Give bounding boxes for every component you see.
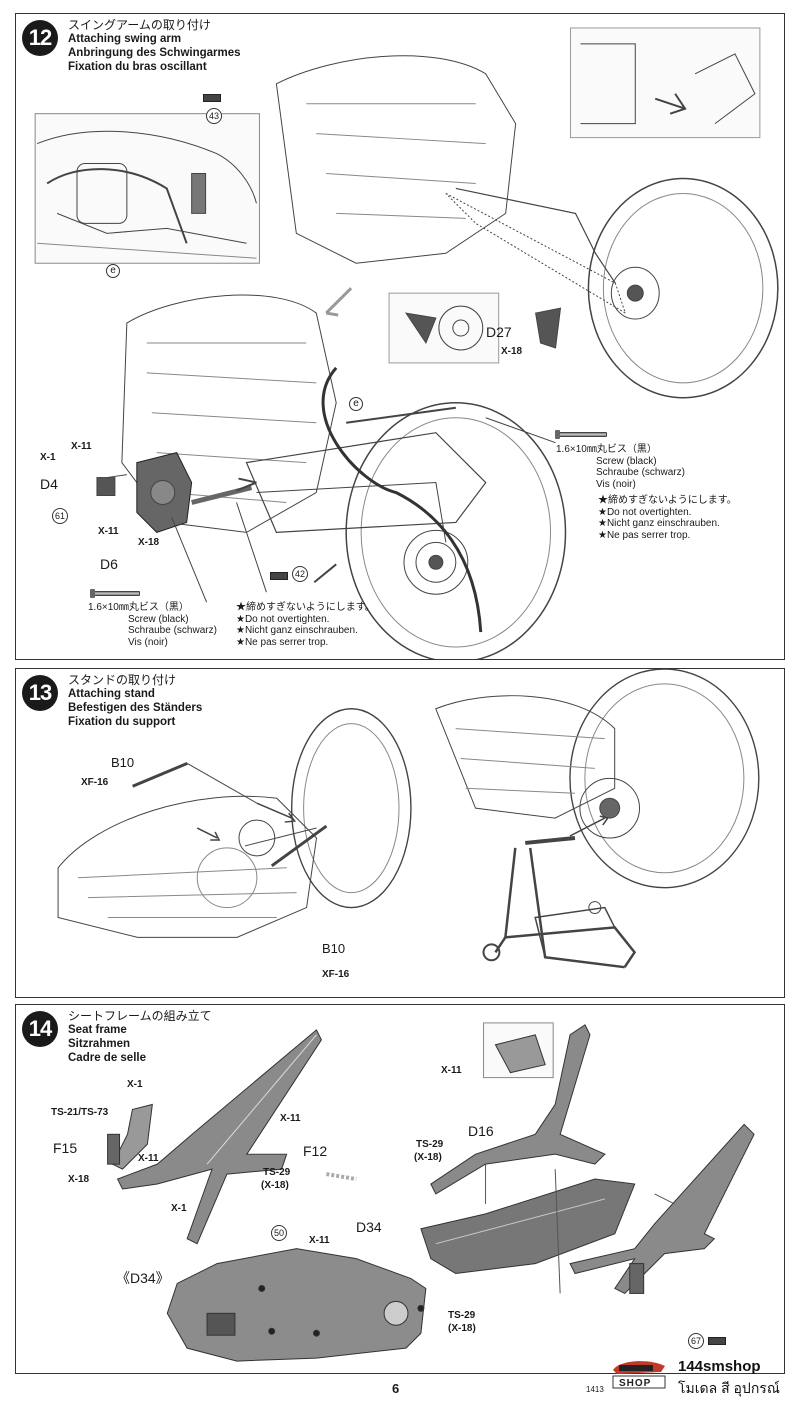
part-ts29-d34: TS-29 (448, 1310, 476, 1321)
kit-code: 1413 (586, 1385, 604, 1394)
paint-tag-icon (708, 1337, 726, 1345)
swing-arm-illustration (34, 27, 779, 659)
screw-caption-right: 1.6×10㎜丸ビス（黒） Screw (black) Schraube (sc… (556, 444, 685, 490)
stand-illustration (57, 669, 760, 969)
part-x18-top: X-18 (501, 346, 523, 357)
note-de: ★Nicht ganz einschrauben. (236, 625, 358, 636)
screw-size: 1.6×10㎜丸ビス（黒） (556, 444, 657, 455)
part-x11-top: X-11 (71, 441, 92, 452)
shop-subtitle: โมเดล สี อุปกรณ์ (678, 1380, 780, 1396)
step-number: 12 (22, 20, 58, 56)
shop-logo-icon (612, 1361, 666, 1389)
title-jp: スイングアームの取り付け (68, 18, 211, 32)
step-title: スタンドの取り付け Attaching stand Befestigen des… (68, 673, 202, 729)
screw-name-de: Schraube (schwarz) (128, 625, 217, 636)
shop-name: 144smshop (678, 1358, 761, 1375)
part-number-61: 61 (52, 508, 68, 524)
step-number: 13 (22, 675, 58, 711)
part-f12: F12 (303, 1143, 328, 1159)
part-x11-inset: X-11 (441, 1065, 462, 1076)
title-fr: Fixation du support (68, 716, 176, 728)
title-de: Anbringung des Schwingarmes (68, 47, 241, 59)
part-e-mid: e (349, 397, 363, 411)
screw-name-fr: Vis (noir) (596, 478, 636, 490)
note-en: ★Do not overtighten. (598, 506, 692, 518)
note-left: ★締めすぎないようにします。 ★Do not overtighten. ★Nic… (236, 602, 375, 648)
part-number-42: 42 (292, 566, 308, 582)
shop-logo-text: SHOP (619, 1378, 652, 1389)
title-jp: スタンドの取り付け (68, 673, 177, 687)
step-number: 14 (22, 1011, 58, 1047)
step-14-panel: 14 シートフレームの組み立て Seat frame Sitzrahmen Ca… (15, 1004, 785, 1374)
screw-name-de: Schraube (schwarz) (596, 467, 685, 478)
part-x11-left: X-11 (138, 1153, 159, 1164)
part-d16: D16 (468, 1123, 494, 1139)
part-f15: F15 (53, 1140, 78, 1156)
note-en: ★Do not overtighten. (236, 613, 330, 625)
part-d34: D34 (356, 1219, 382, 1235)
step-12-panel: 12 スイングアームの取り付け Attaching swing arm Anbr… (15, 13, 785, 660)
part-d27: D27 (486, 324, 512, 340)
screw-name-fr: Vis (noir) (128, 636, 168, 648)
step-title: スイングアームの取り付け Attaching swing arm Anbring… (68, 18, 241, 74)
part-d6: D6 (100, 556, 118, 572)
part-x18-paren-d34: (X-18) (448, 1323, 476, 1334)
note-de: ★Nicht ganz einschrauben. (598, 518, 720, 529)
screw-size: 1.6×10㎜丸ビス（黒） (88, 602, 189, 613)
title-en: Seat frame (68, 1024, 127, 1036)
part-d4: D4 (40, 476, 58, 492)
title-jp: シートフレームの組み立て (68, 1009, 212, 1023)
part-e-top: e (106, 264, 120, 278)
screw-name-en: Screw (black) (128, 613, 189, 625)
title-de: Befestigen des Ständers (68, 702, 203, 714)
seat-frame-illustration (107, 1022, 755, 1362)
note-jp: ★締めすぎないようにします。 (236, 602, 375, 613)
paint-tag-icon (203, 94, 221, 102)
part-x18-paren-right: (X-18) (414, 1152, 442, 1163)
part-x18-bottom: X-18 (138, 537, 160, 548)
part-number-43: 43 (206, 108, 222, 124)
screw-icon (90, 589, 140, 598)
part-number-50: 50 (271, 1225, 287, 1241)
part-ts29-left: TS-29 (263, 1167, 291, 1178)
part-x1-bottom: X-1 (171, 1203, 187, 1214)
step-title: シートフレームの組み立て Seat frame Sitzrahmen Cadre… (68, 1009, 212, 1065)
note-fr: ★Ne pas serrer trop. (598, 529, 691, 541)
part-x11-mid: X-11 (280, 1113, 301, 1124)
note-right: ★締めすぎないようにします。 ★Do not overtighten. ★Nic… (598, 495, 737, 541)
paint-tag-icon (270, 572, 288, 580)
title-fr: Cadre de selle (68, 1052, 146, 1064)
part-xf16-bottom: XF-16 (322, 969, 350, 980)
part-x1: X-1 (40, 452, 56, 463)
part-x18: X-18 (68, 1174, 90, 1185)
part-x11-d34: X-11 (309, 1235, 330, 1246)
step-13-panel: 13 スタンドの取り付け Attaching stand Befestigen … (15, 668, 785, 998)
screw-caption-left: 1.6×10㎜丸ビス（黒） Screw (black) Schraube (sc… (88, 602, 217, 648)
note-jp: ★締めすぎないようにします。 (598, 495, 737, 506)
part-b10-bottom: B10 (322, 941, 346, 956)
page-number: 6 (392, 1381, 400, 1396)
screw-name-en: Screw (black) (596, 455, 657, 467)
part-xf16-top: XF-16 (81, 777, 109, 788)
title-en: Attaching swing arm (68, 33, 182, 45)
part-number-67: 67 (688, 1333, 704, 1349)
title-de: Sitzrahmen (68, 1038, 130, 1050)
part-ts29-right: TS-29 (416, 1139, 444, 1150)
screw-icon (555, 430, 607, 439)
part-x11-bottom: X-11 (98, 526, 119, 537)
note-fr: ★Ne pas serrer trop. (236, 636, 329, 648)
title-fr: Fixation du bras oscillant (68, 61, 207, 73)
part-ts21: TS-21/TS-73 (51, 1107, 109, 1118)
part-x1-top: X-1 (127, 1079, 143, 1090)
title-en: Attaching stand (68, 688, 155, 700)
part-x18-paren-left: (X-18) (261, 1180, 289, 1191)
part-d34-view: 《D34》 (116, 1270, 170, 1286)
part-b10-top: B10 (111, 755, 135, 770)
